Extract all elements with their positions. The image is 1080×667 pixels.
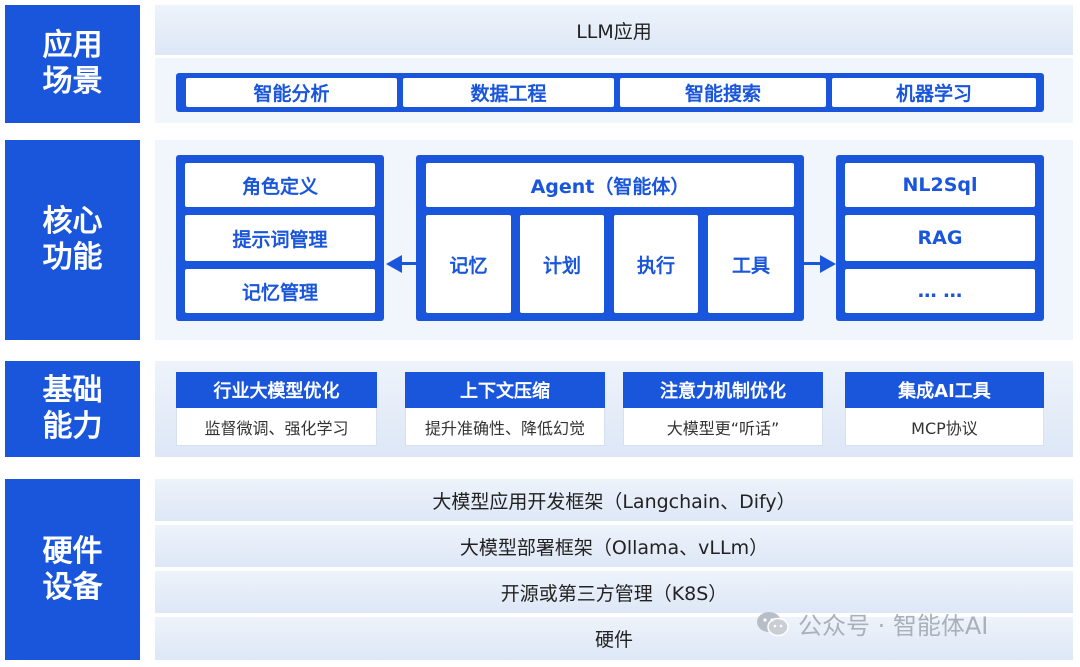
hardware-row-deploy-framework: 大模型部署框架（Ollama、vLLm）: [155, 525, 1073, 567]
card-title: 注意力机制优化: [660, 381, 786, 402]
agent-tools-label: 工具: [731, 254, 770, 277]
app-item-label: 数据工程: [470, 83, 547, 105]
card-attention-title: 注意力机制优化: [623, 372, 823, 408]
hardware-row-text: 大模型应用开发框架（Langchain、Dify）: [432, 490, 796, 513]
card-context-desc: 提升准确性、降低幻觉: [405, 408, 605, 446]
agent-plan-label: 计划: [542, 254, 581, 277]
hardware-row-text: 大模型部署框架（Ollama、vLLm）: [459, 536, 769, 559]
card-desc: 监督微调、强化学习: [204, 418, 349, 438]
hardware-row-text: 硬件: [594, 629, 633, 651]
card-ai-tools-title: 集成AI工具: [845, 372, 1044, 408]
role-definition-box: 角色定义: [185, 163, 375, 207]
card-desc: 大模型更“听话”: [666, 418, 780, 438]
label-line: 功能: [42, 240, 103, 275]
agent-memory-label: 记忆: [449, 254, 488, 277]
memory-management-box: 记忆管理: [185, 269, 375, 313]
wechat-icon: [757, 611, 789, 636]
label-line: 设备: [42, 569, 103, 605]
rag-box: RAG: [845, 215, 1035, 261]
app-item-data-engineering: 数据工程: [403, 78, 614, 107]
agent-title-box: Agent（智能体）: [426, 163, 794, 207]
label-line: 场景: [42, 64, 103, 99]
rag-label: RAG: [917, 227, 963, 249]
section-label-hardware: 硬件 设备: [5, 479, 140, 660]
label-line: 能力: [42, 409, 103, 444]
card-title: 行业大模型优化: [213, 381, 340, 402]
more-label: … …: [917, 280, 963, 302]
label-line: 硬件: [42, 533, 103, 569]
hardware-row-management: 开源或第三方管理（K8S）: [155, 571, 1073, 613]
card-ai-tools-desc: MCP协议: [845, 408, 1044, 446]
app-item-ml: 机器学习: [832, 78, 1036, 107]
agent-title: Agent（智能体）: [530, 175, 690, 198]
llm-app-band: LLM应用: [155, 5, 1073, 55]
role-definition-label: 角色定义: [241, 175, 318, 198]
card-context-title: 上下文压缩: [405, 372, 605, 408]
more-box: … …: [845, 269, 1035, 313]
agent-execute-box: 执行: [614, 215, 698, 313]
watermark-text: 公众号 · 智能体AI: [798, 612, 989, 640]
hardware-row-dev-framework: 大模型应用开发框架（Langchain、Dify）: [155, 479, 1073, 521]
agent-plan-box: 计划: [520, 215, 604, 313]
app-item-label: 智能分析: [253, 83, 330, 105]
app-item-label: 智能搜索: [684, 83, 761, 105]
section-label-application: 应用 场景: [5, 5, 140, 123]
app-item-search: 智能搜索: [620, 78, 826, 107]
agent-execute-label: 执行: [636, 254, 675, 277]
agent-memory-box: 记忆: [426, 215, 511, 313]
card-attention-desc: 大模型更“听话”: [623, 408, 823, 446]
card-industry-title: 行业大模型优化: [176, 372, 377, 408]
prompt-management-label: 提示词管理: [232, 228, 328, 251]
arrow-right-line: [804, 262, 821, 265]
watermark: 公众号 · 智能体AI: [756, 606, 988, 641]
arrow-left-line: [400, 262, 417, 265]
card-title: 上下文压缩: [460, 381, 550, 402]
label-line: 应用: [42, 28, 103, 63]
agent-tools-box: 工具: [708, 215, 794, 313]
arrow-right-head: [820, 255, 836, 273]
app-item-analysis: 智能分析: [186, 78, 397, 107]
label-line: 基础: [42, 373, 103, 408]
arrow-left-head: [386, 255, 402, 273]
app-item-label: 机器学习: [895, 83, 972, 105]
card-desc: 提升准确性、降低幻觉: [424, 418, 585, 438]
prompt-management-box: 提示词管理: [185, 215, 375, 261]
card-industry-desc: 监督微调、强化学习: [176, 408, 377, 446]
card-desc: MCP协议: [911, 418, 978, 438]
label-line: 核心: [42, 204, 103, 239]
section-label-core: 核心 功能: [5, 140, 140, 340]
section-label-foundation: 基础 能力: [5, 361, 140, 457]
nl2sql-box: NL2Sql: [845, 163, 1035, 207]
nl2sql-label: NL2Sql: [902, 174, 978, 196]
memory-management-label: 记忆管理: [241, 281, 318, 304]
hardware-row-text: 开源或第三方管理（K8S）: [500, 582, 728, 605]
card-title: 集成AI工具: [898, 381, 991, 402]
llm-app-text: LLM应用: [576, 20, 652, 43]
hardware-row-hardware: 硬件: [155, 617, 1073, 660]
